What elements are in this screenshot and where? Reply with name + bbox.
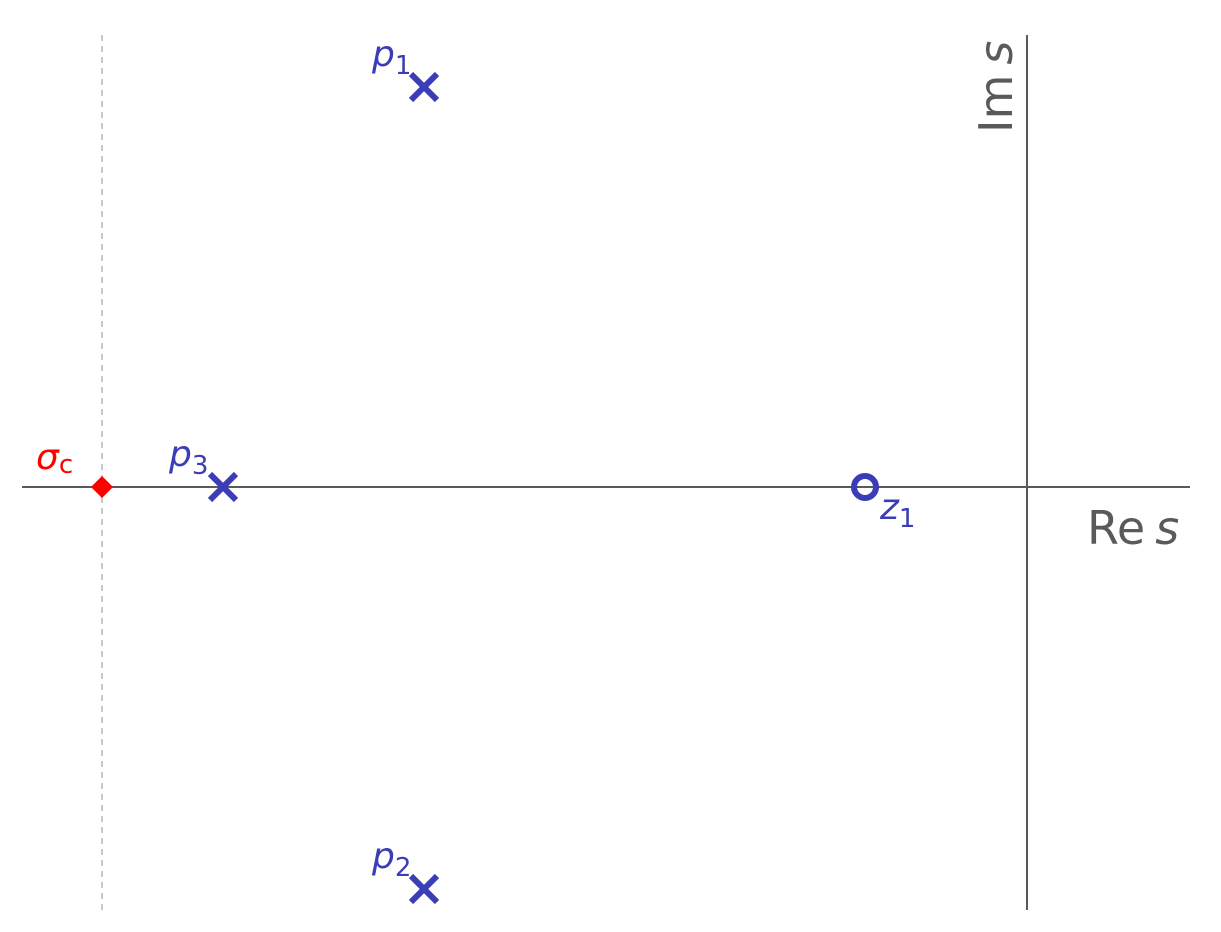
zero-label-z1: z1 bbox=[879, 487, 915, 534]
pole-marker-p3 bbox=[207, 471, 239, 503]
abscissa-marker bbox=[91, 476, 113, 498]
pole-marker-p2 bbox=[408, 873, 440, 905]
abscissa-label: σc bbox=[36, 437, 73, 480]
pole-label-p1: p1 bbox=[371, 34, 411, 81]
pole-marker-p1 bbox=[408, 71, 440, 103]
zero-marker-z1 bbox=[851, 473, 879, 501]
pole-label-p3: p3 bbox=[168, 434, 208, 481]
pole-label-p2: p2 bbox=[371, 836, 411, 883]
imaginary-axis-label: Ims bbox=[969, 41, 1023, 133]
